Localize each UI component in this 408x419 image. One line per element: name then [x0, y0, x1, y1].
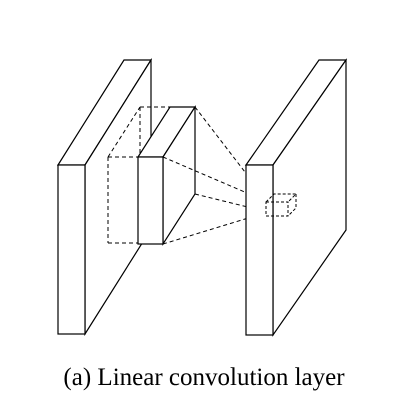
input-map-front [57, 164, 86, 335]
convolution-filter [136, 104, 197, 247]
output-feature-map [244, 58, 348, 337]
figure-caption: (a) Linear convolution layer [63, 364, 345, 391]
output-unit-side [287, 194, 297, 217]
output-unit [265, 193, 298, 217]
output-unit-top [265, 193, 298, 203]
output-unit-front [265, 201, 289, 217]
diagram-canvas [56, 57, 348, 337]
output-map-front [245, 164, 274, 336]
filter-front [137, 156, 164, 245]
input-feature-map [56, 57, 153, 337]
